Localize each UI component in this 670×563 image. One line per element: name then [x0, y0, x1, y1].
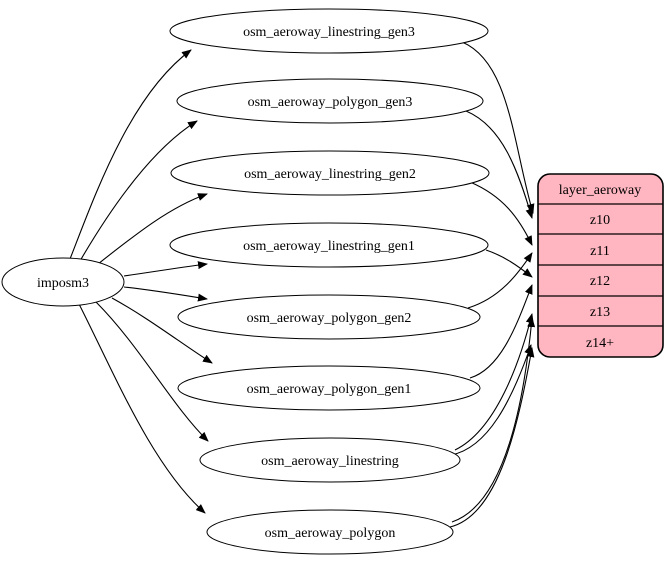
- table-ellipse: [169, 8, 489, 54]
- table-label: osm_aeroway_polygon_gen1: [247, 382, 412, 397]
- table-label: osm_aeroway_polygon_gen3: [248, 95, 413, 110]
- edge-osm-aeroway-linestring-gen1-to-z12: [485, 249, 533, 278]
- edge-osm-aeroway-polygon-gen3-to-z10: [465, 110, 534, 219]
- node-layer-aeroway: layer_aeroway z10 z11 z12 z13 z14+: [537, 173, 664, 358]
- edge-osm-aeroway-linestring-to-z13: [454, 313, 534, 451]
- node-osm-aeroway-polygon-gen1: osm_aeroway_polygon_gen1: [177, 365, 481, 411]
- node-osm-aeroway-linestring-gen2: osm_aeroway_linestring_gen2: [170, 150, 490, 196]
- layer-row-z10: z10: [590, 213, 610, 228]
- table-ellipse: [169, 222, 489, 268]
- layer-aeroway-header: layer_aeroway: [559, 183, 641, 198]
- edge-imposm3-to-osm-aeroway-polygon: [78, 303, 206, 514]
- edges-source-to-tables: [69, 49, 213, 514]
- edge-imposm3-to-osm-aeroway-linestring-gen3: [69, 49, 192, 260]
- node-osm-aeroway-polygon: osm_aeroway_polygon: [206, 509, 454, 555]
- edge-osm-aeroway-linestring-to-z14: [450, 344, 532, 456]
- layer-row-z14: z14+: [586, 336, 614, 351]
- edge-imposm3-to-osm-aeroway-linestring-gen2: [97, 193, 208, 265]
- node-imposm3: imposm3: [1, 257, 125, 307]
- edge-osm-aeroway-polygon-to-z13: [451, 317, 536, 523]
- node-osm-aeroway-polygon-gen3: osm_aeroway_polygon_gen3: [176, 78, 484, 124]
- table-label: osm_aeroway_linestring_gen2: [244, 167, 416, 182]
- imposm3-ellipse: [1, 257, 125, 307]
- node-osm-aeroway-polygon-gen2: osm_aeroway_polygon_gen2: [177, 294, 481, 340]
- edge-osm-aeroway-polygon-gen2-to-z11: [467, 252, 533, 309]
- edge-imposm3-to-osm-aeroway-polygon-gen1: [111, 297, 213, 364]
- node-osm-aeroway-linestring: osm_aeroway_linestring: [199, 437, 461, 483]
- table-label: osm_aeroway_polygon: [265, 526, 396, 541]
- edge-osm-aeroway-linestring-gen3-to-z10: [461, 41, 535, 214]
- node-osm-aeroway-linestring-gen1: osm_aeroway_linestring_gen1: [169, 222, 489, 268]
- table-label: osm_aeroway_linestring_gen3: [243, 25, 415, 40]
- edge-imposm3-to-osm-aeroway-polygon-gen3: [79, 120, 198, 262]
- edge-imposm3-to-osm-aeroway-linestring-gen1: [123, 261, 208, 277]
- edges-tables-to-layer: [449, 41, 536, 528]
- table-label: osm_aeroway_polygon_gen2: [247, 311, 412, 326]
- edge-imposm3-to-osm-aeroway-linestring: [95, 301, 209, 442]
- edge-osm-aeroway-linestring-gen2-to-z11: [469, 181, 533, 246]
- layer-row-z11: z11: [590, 244, 610, 259]
- edge-osm-aeroway-polygon-gen1-to-z12: [469, 284, 533, 379]
- imposm3-label: imposm3: [37, 276, 89, 291]
- table-ellipse: [199, 437, 461, 483]
- node-osm-aeroway-linestring-gen3: osm_aeroway_linestring_gen3: [169, 8, 489, 54]
- table-ellipse: [177, 365, 481, 411]
- edge-imposm3-to-osm-aeroway-polygon-gen2: [123, 286, 208, 302]
- table-ellipse: [177, 294, 481, 340]
- table-ellipse: [170, 150, 490, 196]
- edge-osm-aeroway-polygon-to-z14: [449, 347, 535, 528]
- layer-row-z13: z13: [590, 305, 610, 320]
- table-ellipse: [176, 78, 484, 124]
- layer-row-z12: z12: [590, 274, 610, 289]
- table-label: osm_aeroway_linestring_gen1: [243, 239, 415, 254]
- table-ellipse: [206, 509, 454, 555]
- table-label: osm_aeroway_linestring: [261, 454, 399, 469]
